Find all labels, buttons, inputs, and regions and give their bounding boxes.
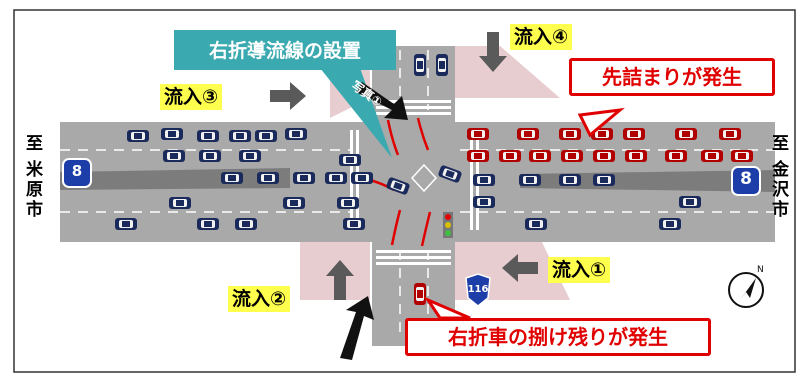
car [221,172,243,184]
queue-spillback-callout: 先詰まりが発生 [569,58,775,96]
median-right [520,170,775,192]
car [665,150,687,162]
car [199,150,221,162]
car [499,150,521,162]
car [436,54,448,76]
center-diamond [410,163,438,193]
car [625,150,647,162]
car [659,218,681,230]
traffic-signal [443,212,453,238]
inflow-1-arrow [502,254,538,282]
car [285,128,307,140]
inflow-1-label: 流入① [548,257,611,283]
car [623,128,645,140]
car [679,196,701,208]
car [239,150,261,162]
inflow-arrows [270,32,538,300]
route-shield-right-number: 8 [740,169,752,189]
direction-right-char: 沢 [772,180,789,200]
inflow-3-label: 流入③ [160,84,223,110]
car [559,174,581,186]
car [197,130,219,142]
leftover-right-turn-car [414,283,426,305]
right-turn-leftover-callout: 右折車の捌け残りが発生 [405,318,711,356]
inflow-4-label: 流入④ [510,24,573,50]
queue-callout-pointer [577,107,625,138]
car [593,150,615,162]
route-shield-bottom-number: 116 [467,284,489,295]
car [731,150,753,162]
north-compass-icon: N [728,265,764,308]
car [283,197,305,209]
direction-right-char: 金 [772,160,789,180]
svg-text:N: N [757,265,764,275]
car [163,150,185,162]
inflow-2-label: 流入② [228,286,291,312]
cross-road [372,46,455,346]
car [473,174,495,186]
car [293,172,315,184]
car [337,197,359,209]
direction-left-char: 市 [26,200,43,220]
car [127,130,149,142]
car [169,197,191,209]
car [529,150,551,162]
car [229,130,251,142]
car [675,128,697,140]
photo2-arrow [340,296,374,360]
car [351,172,373,184]
route-shield-right [731,166,761,196]
car [701,150,723,162]
car [559,128,581,140]
route-shield-bottom [465,273,491,307]
direction-right-char: 市 [772,200,789,220]
car [519,174,541,186]
car [467,128,489,140]
car [161,128,183,140]
inflow-3-arrow [270,82,306,110]
car [525,218,547,230]
car [473,196,495,208]
direction-right-char: 至 [772,134,789,154]
car [325,172,347,184]
car [343,218,365,230]
car [257,172,279,184]
car [115,218,137,230]
photo1-arrow [356,82,408,120]
car [593,174,615,186]
right-turn-guide-callout: 右折導流線の設置 [208,40,361,62]
inflow-4-arrow [479,32,507,72]
route-shield-left [62,158,92,188]
right-turn-callout-pointer [320,68,392,158]
right-turn-callout-box [174,30,396,70]
car [235,218,257,230]
car [414,54,426,76]
route-shield-left-number: 8 [71,162,83,180]
car [467,150,489,162]
car [517,128,539,140]
inflow-2-arrow [326,260,354,300]
car [719,128,741,140]
direction-left-char: 米 [26,160,43,180]
car [339,154,361,166]
car [197,218,219,230]
direction-left-char: 至 [26,134,43,154]
direction-left-char: 原 [26,180,43,200]
car [561,150,583,162]
car [255,130,277,142]
